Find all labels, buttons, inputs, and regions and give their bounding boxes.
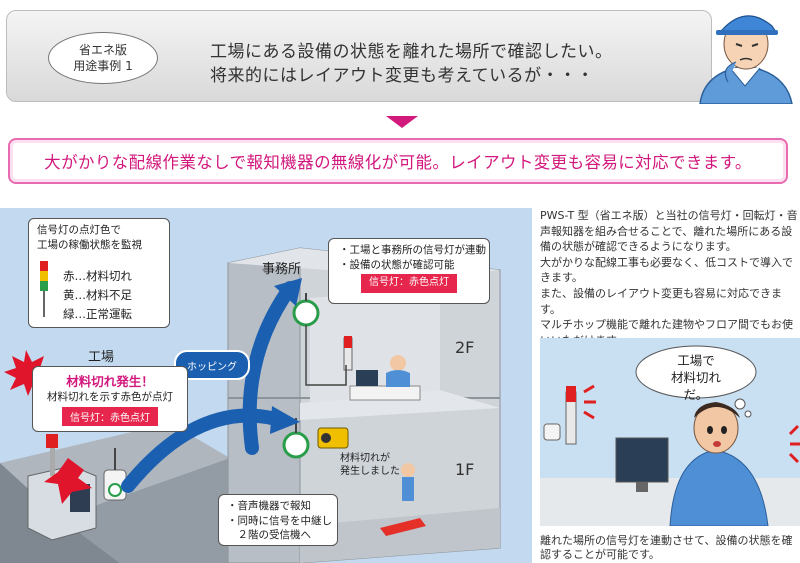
office-worker-drawing xyxy=(540,345,800,526)
tower-light-icon xyxy=(40,261,48,317)
relay-line1: ・音声機器で報知 xyxy=(227,500,311,512)
floor-1f-label: 1F xyxy=(455,460,475,479)
answer-banner: 大がかりな配線作業なしで報知機器の無線化が可能。レイアウト変更も容易に対応できま… xyxy=(8,138,788,184)
alert-text: 材料切れを示す赤色が点灯 xyxy=(47,391,173,403)
hop-arrow-upper xyxy=(242,281,297,455)
legend-colors: 赤…材料切れ 黄…材料不足 緑…正常運転 xyxy=(63,267,132,324)
relay-line2: ・同時に信号を中継し xyxy=(227,514,332,527)
description: PWS-T 型（省エネ版）と当社の信号灯・回転灯・音声報知器を組み合せることで、… xyxy=(540,208,800,348)
illustration-caption: 離れた場所の信号灯を連動させて、設備の状態を確認することが可能です。 xyxy=(540,534,793,561)
office-worker-illustration: 工場で 材料切れだ。 xyxy=(540,338,800,526)
office-label: 事務所 xyxy=(262,262,302,277)
hop-arrow-lower xyxy=(121,408,287,493)
legend-yellow: 黄…材料不足 xyxy=(63,288,132,302)
factory-label: 工場 xyxy=(88,350,115,365)
office-line2: ・設備の状態が確認可能 xyxy=(339,258,455,271)
thought-line2: 材料切れだ。 xyxy=(670,370,721,402)
speaker-message: 材料切れが 発生しました xyxy=(340,452,400,478)
legend-title: 信号灯の点灯色で 工場の稼働状態を監視 xyxy=(29,219,169,252)
legend-line1: 信号灯の点灯色で xyxy=(37,224,121,236)
worried-worker-figure xyxy=(699,15,793,104)
office-line1: ・工場と事務所の信号灯が連動 xyxy=(339,244,486,256)
alert-title: 材料切れ発生！ xyxy=(66,374,154,389)
badge-line2: 用途事例 1 xyxy=(73,59,133,73)
question-text: 工場にある設備の状態を離れた場所で確認したい。 将来的にはレイアウト変更も考えて… xyxy=(210,40,613,88)
thought-line1: 工場で xyxy=(677,353,715,368)
down-arrow-icon xyxy=(386,116,418,128)
description-p2: 大がかりな配線工事も必要なく、低コストで導入できます。 xyxy=(540,255,793,285)
question-line1: 工場にある設備の状態を離れた場所で確認したい。 xyxy=(210,42,613,62)
speaker-line1: 材料切れが xyxy=(340,453,390,464)
office-callout: ・工場と事務所の信号灯が連動 ・設備の状態が確認可能 信号灯：赤色点灯 xyxy=(328,238,490,304)
usecase-badge: 省エネ版 用途事例 1 xyxy=(48,32,158,84)
alert-tag: 信号灯：赤色点灯 xyxy=(62,406,158,426)
scene-illustration: 信号灯の点灯色で 工場の稼働状態を監視 赤…材料切れ 黄…材料不足 緑…正常運転… xyxy=(0,208,532,563)
question-line2: 将来的にはレイアウト変更も考えているが・・・ xyxy=(210,66,595,86)
description-p1: PWS-T 型（省エネ版）と当社の信号灯・回転灯・音声報知器を組み合せることで、… xyxy=(540,209,798,254)
description-p3: また、設備のレイアウト変更も容易に対応できます。 xyxy=(540,286,782,316)
floor-2f-label: 2F xyxy=(455,338,475,357)
office-tag: 信号灯：赤色点灯 xyxy=(361,274,457,293)
speaker-line2: 発生しました xyxy=(340,466,400,477)
alert-callout: 材料切れ発生！ 材料切れを示す赤色が点灯 信号灯：赤色点灯 xyxy=(32,366,188,432)
signal-legend: 信号灯の点灯色で 工場の稼働状態を監視 赤…材料切れ 黄…材料不足 緑…正常運転 xyxy=(28,218,170,328)
thought-bubble-text: 工場で 材料切れだ。 xyxy=(660,352,732,403)
legend-red: 赤…材料切れ xyxy=(63,269,132,283)
badge-line1: 省エネ版 xyxy=(78,43,127,57)
legend-line2: 工場の稼働状態を監視 xyxy=(37,238,142,251)
legend-green: 緑…正常運転 xyxy=(63,307,132,321)
relay-callout: ・音声機器で報知 ・同時に信号を中継し ２階の受信機へ xyxy=(218,494,338,546)
relay-line3: ２階の受信機へ xyxy=(227,529,311,541)
